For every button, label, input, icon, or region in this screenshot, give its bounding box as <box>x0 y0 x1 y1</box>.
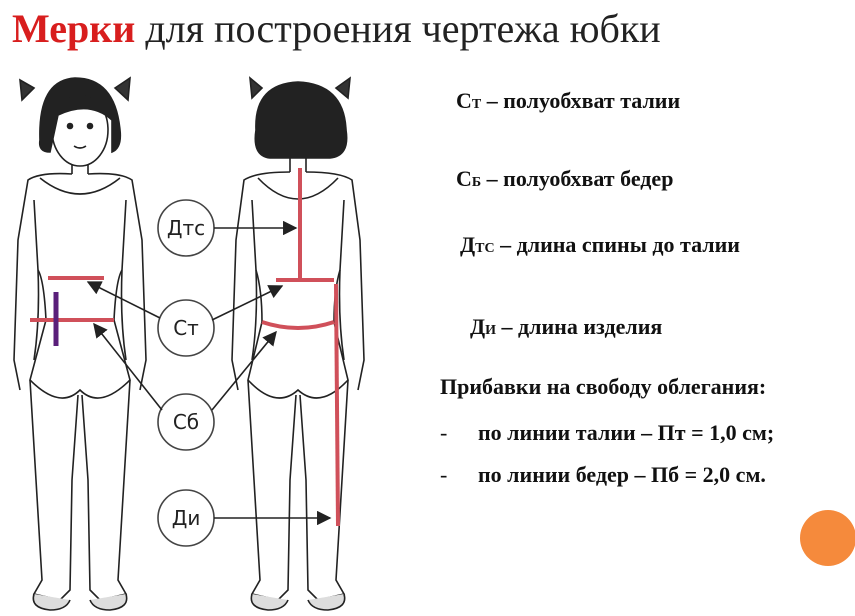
callout-sb: Сб <box>157 393 215 451</box>
legend-subscript: И <box>485 323 497 338</box>
legend-subscript: ТС <box>475 241 495 256</box>
title-accent: Мерки <box>12 6 136 51</box>
legend-subscript: Б <box>471 175 482 190</box>
legend-dash: – <box>481 88 504 113</box>
legend-symbol: С <box>456 88 472 113</box>
title-rest: для построения чертежа юбки <box>145 6 661 51</box>
callout-di-label: Ди <box>172 506 201 530</box>
allowance-text: по линии бедер – Пб = 2,0 см. <box>478 462 766 487</box>
legend-dash: – <box>494 232 517 257</box>
allowance-item-hips: - по линии бедер – Пб = 2,0 см. <box>440 462 840 492</box>
legend-dash: – <box>496 314 519 339</box>
back-figure <box>231 76 365 611</box>
legend-symbol: Д <box>470 314 486 339</box>
allowances-title: Прибавки на свободу облегания: <box>440 374 767 399</box>
callout-dts: Дтс <box>157 199 215 257</box>
callout-st-label: Ст <box>173 316 199 340</box>
allowance-bullet: - <box>440 462 448 487</box>
legend-item-dts: ДТС – длина спины до талии <box>460 232 740 258</box>
back-measure-lines <box>261 168 340 527</box>
front-figure <box>13 76 147 611</box>
allowance-text: по линии талии – Пт = 1,0 см; <box>478 420 775 445</box>
figures-svg: Дтс Ст Сб Ди <box>13 76 365 611</box>
legend-dash: – <box>481 166 504 191</box>
decorative-orange-circle <box>800 510 855 566</box>
legend-symbol: С <box>456 166 472 191</box>
callout-sb-label: Сб <box>173 410 199 434</box>
legend-symbol: Д <box>460 232 476 257</box>
legend-item-sb: СБ – полуобхват бедер <box>456 166 673 192</box>
legend-text: полуобхват бедер <box>503 166 674 191</box>
allowance-item-waist: - по линии талии – Пт = 1,0 см; <box>440 420 840 450</box>
legend-item-di: ДИ – длина изделия <box>470 314 662 340</box>
callout-di: Ди <box>157 489 215 547</box>
front-measure-lines <box>30 276 114 346</box>
callout-arrows <box>86 220 332 526</box>
legend-text: длина спины до талии <box>516 232 740 257</box>
callout-dts-label: Дтс <box>167 216 205 240</box>
page-title: Мерки для построения чертежа юбки <box>12 6 661 52</box>
legend-text: длина изделия <box>518 314 663 339</box>
legend-item-st: СТ – полуобхват талии <box>456 88 680 114</box>
allowance-bullet: - <box>440 420 448 445</box>
callout-st: Ст <box>157 299 215 357</box>
body-figures-illustration: Дтс Ст Сб Ди <box>0 60 440 616</box>
legend-subscript: Т <box>471 97 482 112</box>
legend-text: полуобхват талии <box>503 88 681 113</box>
